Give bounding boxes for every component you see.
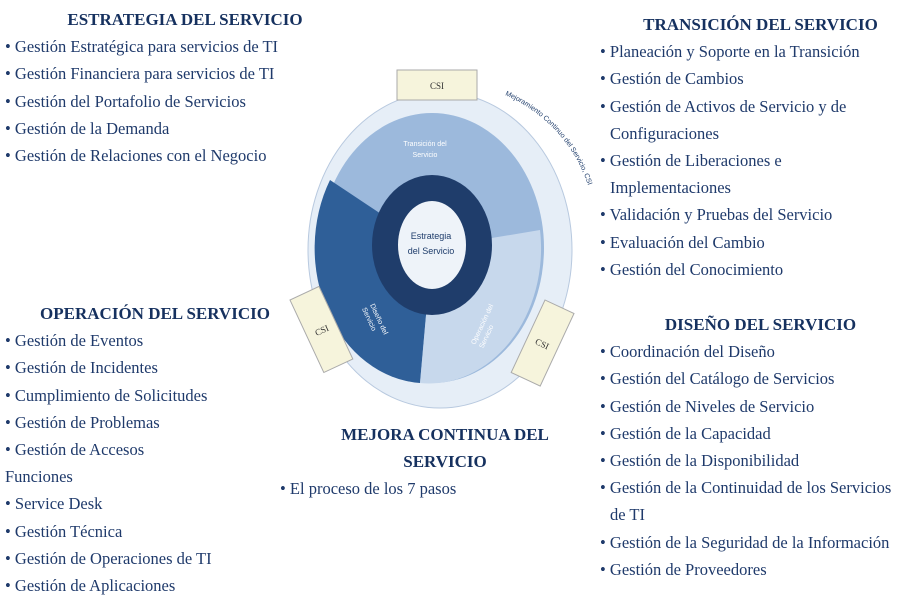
- estrategia-section: ESTRATEGIA DEL SERVICIO Gestión Estratég…: [5, 6, 365, 169]
- mejora-title-2: SERVICIO: [403, 452, 487, 472]
- list-item: Gestión de la Seguridad de la Informació…: [600, 529, 921, 556]
- list-item: Gestión de Proveedores: [600, 556, 921, 583]
- list-item: Gestión de Aplicaciones: [5, 572, 305, 599]
- list-item: Evaluación del Cambio: [600, 229, 921, 256]
- list-item: Gestión de Liberaciones e: [600, 147, 921, 174]
- list-item-continuation: de TI: [610, 505, 645, 525]
- list-item: Gestión de la Demanda: [5, 115, 365, 142]
- operacion-section: OPERACIÓN DEL SERVICIO Gestión de Evento…: [5, 300, 305, 599]
- list-item: Service Desk: [5, 490, 305, 517]
- list-item: Gestión de la Disponibilidad: [600, 447, 921, 474]
- list-item: Cumplimiento de Solicitudes: [5, 382, 305, 409]
- list-item: Coordinación del Diseño: [600, 338, 921, 365]
- csi-label-top: CSI: [430, 81, 444, 91]
- csi-box-left: [289, 285, 354, 374]
- list-item: Gestión de la Continuidad de los Servici…: [600, 474, 921, 501]
- list-item: Gestión Financiera para servicios de TI: [5, 60, 365, 87]
- mejora-title-1: MEJORA CONTINUA DEL: [341, 425, 549, 444]
- transition-label-1: Transición del: [403, 141, 447, 148]
- list-item: El proceso de los 7 pasos: [280, 475, 590, 502]
- transicion-title: TRANSICIÓN DEL SERVICIO: [643, 15, 878, 34]
- list-item: Gestión de Niveles de Servicio: [600, 393, 921, 420]
- list-item: Planeación y Soporte en la Transición: [600, 38, 921, 65]
- list-item-continuation: Configuraciones: [610, 123, 720, 143]
- list-item: Gestión de Activos de Servicio y de: [600, 93, 921, 120]
- csi-box-right: [510, 299, 575, 387]
- list-item: Gestión de Problemas: [5, 409, 305, 436]
- list-item: Gestión de Cambios: [600, 65, 921, 92]
- list-item-continuation: Implementaciones: [610, 178, 731, 198]
- funciones-label: Funciones: [5, 467, 73, 487]
- operacion-title: OPERACIÓN DEL SERVICIO: [40, 304, 270, 323]
- list-item: Gestión Técnica: [5, 518, 305, 545]
- list-item: Gestión de Relaciones con el Negocio: [5, 142, 365, 169]
- list-item: Gestión de Operaciones de TI: [5, 545, 305, 572]
- list-item: Gestión del Conocimiento: [600, 256, 921, 283]
- list-item: Gestión Estratégica para servicios de TI: [5, 33, 365, 60]
- transition-label-2: Servicio: [413, 152, 438, 159]
- list-item: Gestión de Accesos: [5, 436, 305, 463]
- diseno-section: DISEÑO DEL SERVICIO Coordinación del Dis…: [600, 311, 921, 583]
- diseno-title: DISEÑO DEL SERVICIO: [664, 315, 857, 334]
- list-item: Gestión de Eventos: [5, 327, 305, 354]
- list-item: Gestión de la Capacidad: [600, 420, 921, 447]
- mejora-section: MEJORA CONTINUA DEL SERVICIO El proceso …: [280, 421, 590, 503]
- strategy-core: [398, 201, 466, 289]
- list-item: Gestión del Catálogo de Servicios: [600, 365, 921, 392]
- center-label-1: Estrategia: [411, 231, 452, 241]
- list-item: Gestión del Portafolio de Servicios: [5, 88, 365, 115]
- transicion-section: TRANSICIÓN DEL SERVICIO Planeación y Sop…: [600, 11, 921, 283]
- list-item: Gestión de Incidentes: [5, 354, 305, 381]
- list-item: Validación y Pruebas del Servicio: [600, 201, 921, 228]
- estrategia-title: ESTRATEGIA DEL SERVICIO: [67, 10, 303, 29]
- center-label-2: del Servicio: [408, 246, 455, 256]
- csi-box-top: [396, 69, 478, 101]
